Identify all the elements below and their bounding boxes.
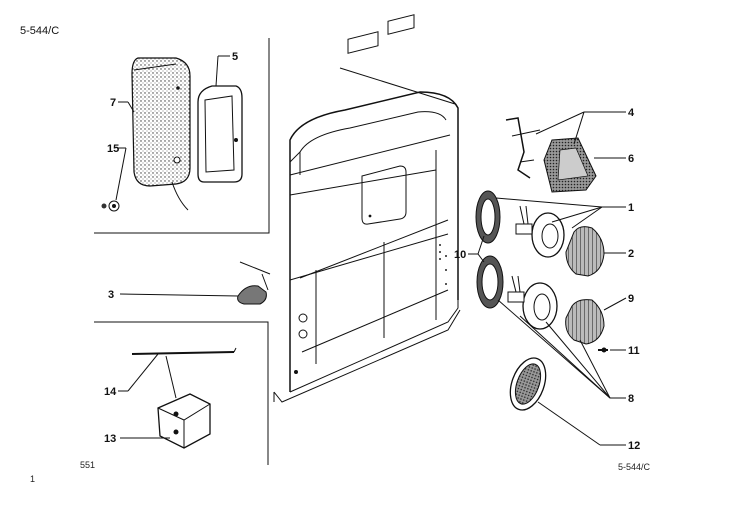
callout-10: 10: [454, 249, 466, 261]
callout-15: 15: [107, 143, 119, 155]
leader-lines: [115, 55, 627, 446]
callout-2: 2: [628, 248, 634, 260]
rod-14: [131, 347, 237, 399]
screw-11: [598, 347, 608, 353]
callout-11: 11: [628, 345, 640, 357]
corner-mark: 1: [30, 474, 35, 484]
socket-1-lower: [507, 275, 558, 330]
screw-15: [101, 200, 120, 212]
lens-2: [565, 226, 605, 277]
side-lamp-housing: [131, 57, 191, 211]
callout-9: 9: [628, 293, 634, 305]
page-code: 5-544/C: [20, 25, 59, 37]
callout-4: 4: [628, 107, 635, 119]
callout-3: 3: [108, 289, 114, 301]
frame-lines: [94, 38, 270, 465]
cab-body: [273, 14, 461, 403]
lamp-lens-5: [197, 85, 243, 183]
ref-right: 5-544/C: [618, 462, 651, 472]
callout-1: 1: [628, 202, 634, 214]
gasket-10-lower: [476, 255, 504, 309]
callout-14: 14: [104, 386, 117, 398]
bracket-4: [505, 117, 541, 179]
callout-13: 13: [104, 433, 116, 445]
marker-lamp-3: [237, 261, 271, 305]
callout-5: 5: [232, 51, 238, 63]
junction-box-13: [157, 393, 211, 449]
lens-9: [565, 299, 605, 345]
callout-8: 8: [628, 393, 634, 405]
callout-7: 7: [110, 97, 116, 109]
socket-1-upper: [515, 205, 565, 258]
ref-left: 551: [80, 460, 95, 470]
callout-12: 12: [628, 440, 640, 452]
gasket-10-upper: [475, 190, 501, 244]
reflector-lamp-6: [543, 137, 597, 193]
reflector-12: [509, 357, 547, 411]
callout-6: 6: [628, 153, 634, 165]
callout-labels: 5 7 15 3 14 13 4 6 1 2 10 9 11 8 12: [104, 51, 640, 452]
